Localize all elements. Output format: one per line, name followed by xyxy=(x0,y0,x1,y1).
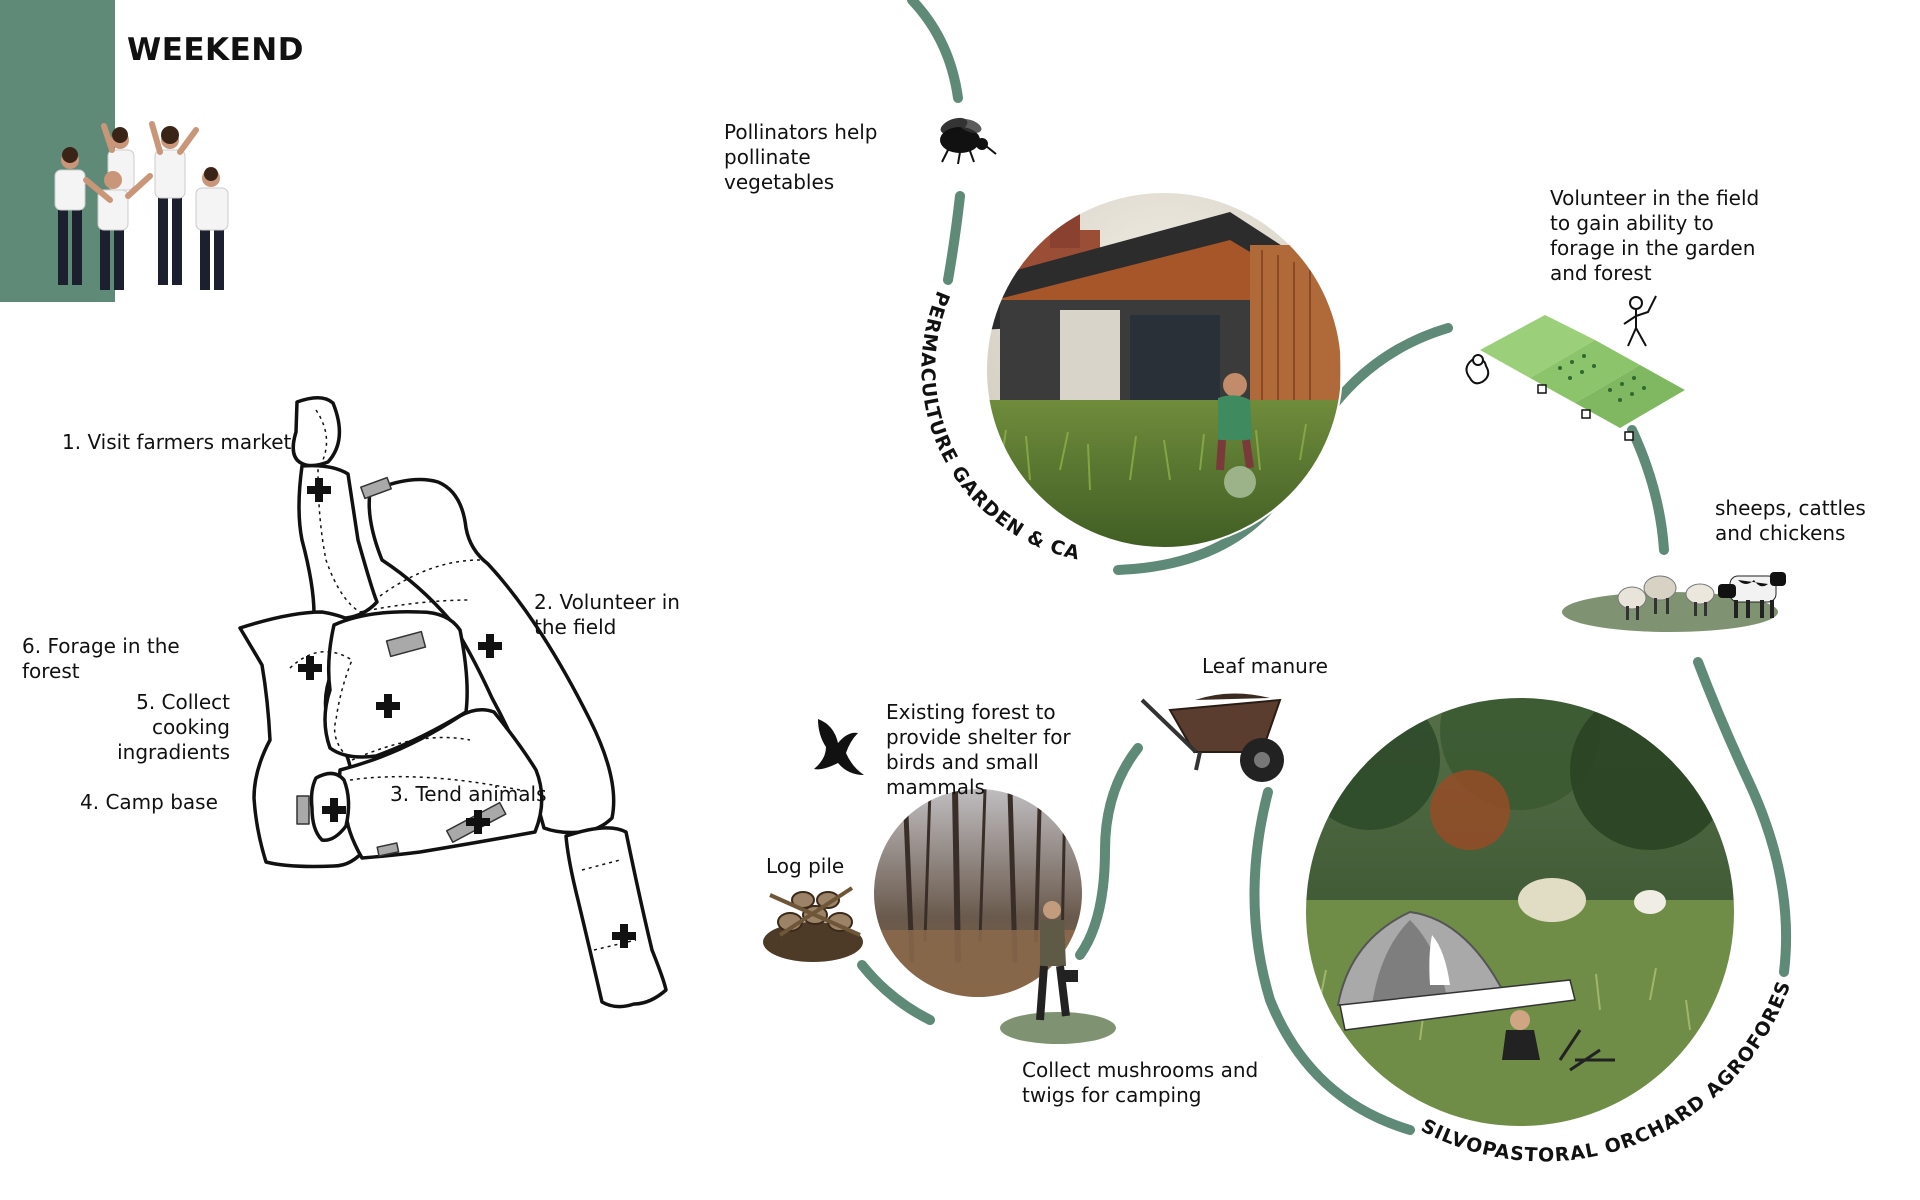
sheep-icon xyxy=(1617,575,1715,620)
bee-icon xyxy=(940,117,997,165)
accent-block xyxy=(0,0,115,302)
marker-2 xyxy=(478,634,502,658)
ground-shadow xyxy=(1000,1012,1116,1044)
marker-south xyxy=(612,924,636,948)
livestock-group xyxy=(1562,572,1786,632)
marker-6 xyxy=(298,656,322,680)
marker-4 xyxy=(322,798,346,822)
annotation-volunteer: Volunteer in the field to gain ability t… xyxy=(1550,186,1760,285)
step-label-5: 5. Collect cooking ingradients xyxy=(117,690,230,764)
map-zone-south xyxy=(564,826,668,1009)
step-label-4: 4. Camp base xyxy=(80,790,218,814)
bird-icon xyxy=(814,719,864,775)
garden-cafe-photo xyxy=(986,192,1342,548)
annotation-existing-forest: Existing forest to provide shelter for b… xyxy=(886,700,1071,799)
step-label-2: 2. Volunteer in the field xyxy=(534,590,680,639)
people-photo xyxy=(54,121,229,290)
marker-1 xyxy=(307,478,331,502)
annotation-leaf-manure: Leaf manure xyxy=(1202,654,1328,678)
marker-5 xyxy=(376,694,400,718)
annotation-pollinators: Pollinators help pollinate vegetables xyxy=(724,120,878,194)
chicken-icon xyxy=(1465,354,1490,385)
page-title: WEEKEND xyxy=(127,32,304,68)
annotation-log-pile: Log pile xyxy=(766,854,845,878)
annotation-mushrooms: Collect mushrooms and twigs for camping xyxy=(1022,1058,1259,1107)
tent-icon xyxy=(1336,910,1576,1031)
wheelbarrow-icon xyxy=(1140,693,1284,782)
annotation-animals: sheeps, cattles and chickens xyxy=(1715,496,1866,545)
marker-3 xyxy=(466,810,490,834)
step-label-3: 3. Tend animals xyxy=(390,782,547,806)
map-markers xyxy=(298,478,636,948)
log-pile-icon xyxy=(763,886,863,962)
farmer-icon xyxy=(1623,295,1657,347)
cow-icon xyxy=(1718,572,1786,618)
campus-map xyxy=(238,396,668,1009)
map-zone-market xyxy=(291,396,342,468)
map-zone-strip xyxy=(297,463,379,622)
orchard-camp-photo xyxy=(1305,697,1735,1127)
step-label-6: 6. Forage in the forest xyxy=(22,634,180,683)
field-plot-icon xyxy=(1480,315,1685,441)
hiker-figure xyxy=(1036,901,1078,1021)
step-label-1: 1. Visit farmers market xyxy=(62,430,292,454)
